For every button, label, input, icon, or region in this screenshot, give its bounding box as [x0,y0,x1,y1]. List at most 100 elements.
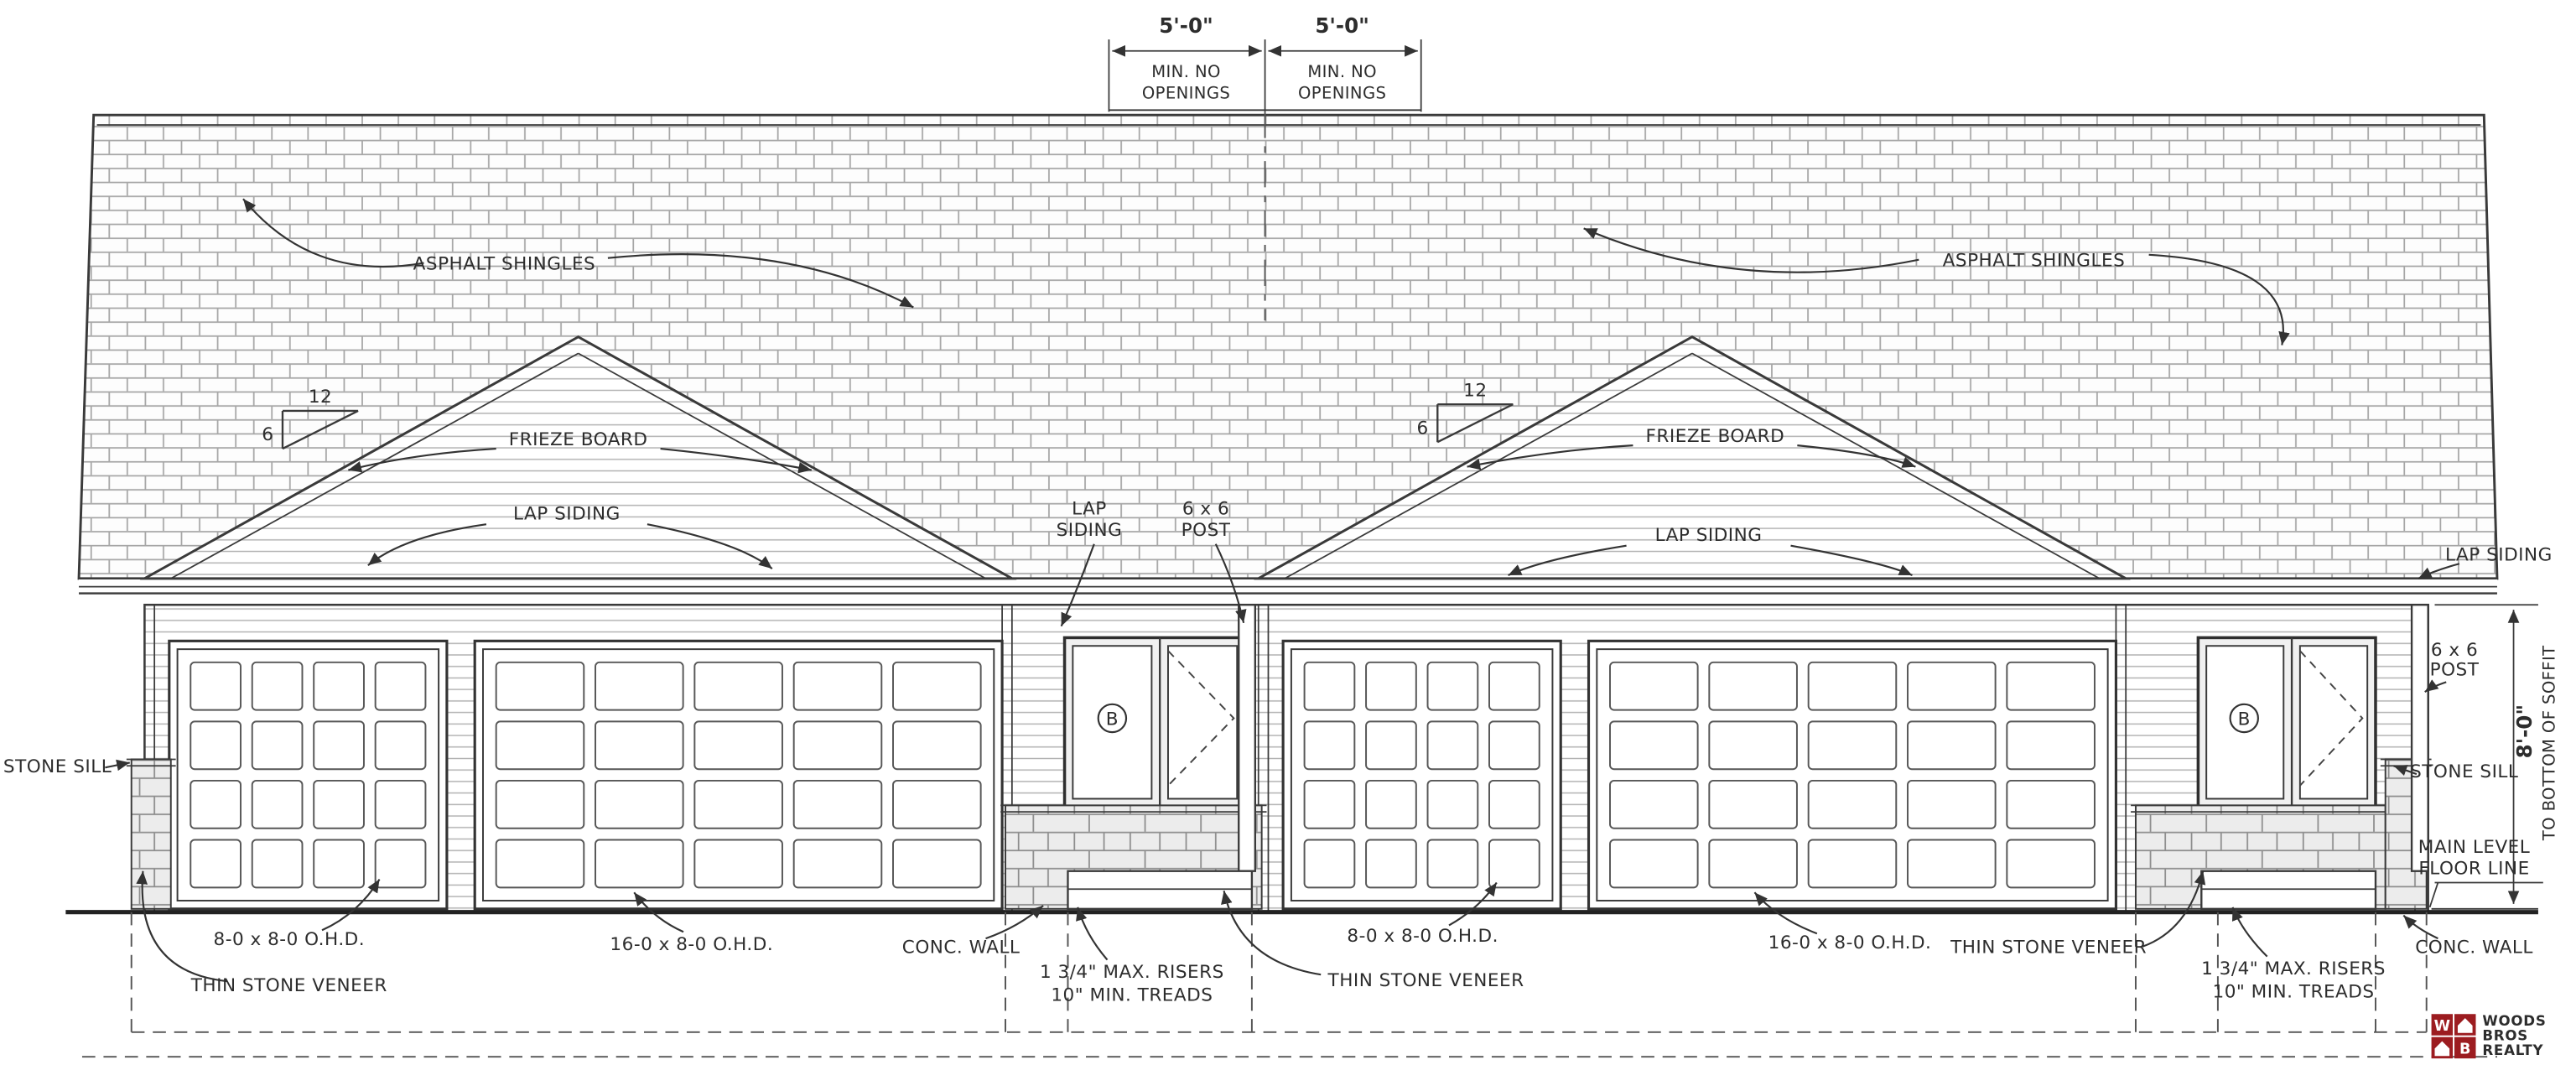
garage-door-panel [1488,661,1540,711]
garage-door-panel [1365,779,1417,829]
garage-door-panel [1303,779,1356,829]
label-siding-middle: SIDING [1057,520,1123,541]
garage-door-panel [374,779,427,829]
garage-door-panel [595,779,684,829]
garage-door-panel [1807,779,1898,829]
post-middle [1238,604,1256,872]
garage-door-panel [1708,720,1798,771]
garage-door-panel [1303,661,1356,711]
stoops [1067,870,2377,910]
label-floor-line: FLOOR LINE [2418,859,2529,880]
garage-door-panel [495,779,585,829]
garage-door-panel [1609,839,1699,889]
garage-door-panel [190,720,242,771]
label-stone-sill-left: STONE SILL [3,756,112,777]
label-treads-right: 10" MIN. TREADS [2213,982,2375,1003]
label-thin-stone-left: THIN STONE VENEER [190,975,387,996]
label-ohd-single-left: 8-0 x 8-0 O.H.D. [214,929,366,950]
leader-arrows [105,198,2460,983]
fascia-band [79,578,2497,605]
logo-house-icon [2434,1041,2450,1057]
labels: ASPHALT SHINGLES ASPHALT SHINGLES FRIEZE… [3,250,2552,1006]
garage-door-panel [1365,661,1417,711]
label-conc-wall-right: CONC. WALL [2415,938,2533,958]
garage-door-panel [595,839,684,889]
soffit-dimension: 8'-0" TO BOTTOM OF SOFFIT [2428,604,2559,910]
garage-door-panel [1907,779,1997,829]
label-post-size-middle: 6 x 6 [1182,498,1229,519]
label-ohd-double-right: 16-0 x 8-0 O.H.D. [1768,933,1932,953]
door-mark-label: B [1106,709,1119,730]
garage-doors [168,639,2117,911]
label-main-level: MAIN LEVEL [2418,837,2531,858]
label-risers-right: 1 3/4" MAX. RISERS [2201,958,2386,979]
garage-door-panel [892,839,982,889]
garage-door-panel [1365,720,1417,771]
entry-door-right: B [2196,636,2377,811]
garage-door-panel [892,779,982,829]
pitch-rise: 6 [1417,418,1429,439]
garage-door-panel [1426,661,1479,711]
garage-door-panel [1303,839,1356,889]
woods-bros-realty-logo: W B WOODS BROS REALTY [2431,1013,2546,1059]
garage-door-panel [374,661,427,711]
garage-door-panel [792,661,883,711]
garage-door-panel [693,839,783,889]
stone-left-corner [130,758,172,910]
garage-door-panel [251,779,304,829]
dim-note: OPENINGS [1142,84,1230,103]
garage-door-panel [1488,720,1540,771]
garage-door-panel [1807,661,1898,711]
garage-door-panel [374,720,427,771]
label-thin-stone-middle: THIN STONE VENEER [1327,970,1524,991]
garage-door-panel [2006,720,2096,771]
garage-door-panel [190,779,242,829]
pitch-run: 12 [1463,380,1487,401]
garage-door-panel [1488,839,1540,889]
logo-letter-w: W [2434,1018,2450,1035]
garage-door-panel [313,839,365,889]
garage-door-panel [595,661,684,711]
garage-door-panel [495,720,585,771]
garage-door-panel [1907,839,1997,889]
label-risers-left: 1 3/4" MAX. RISERS [1040,962,1224,983]
garage-door-panel [792,720,883,771]
garage-door-panel [313,661,365,711]
garage-door-8x8-left [168,639,449,911]
garage-door-panel [595,720,684,771]
garage-door-panel [1609,661,1699,711]
label-treads-left: 10" MIN. TREADS [1051,985,1213,1006]
top-dimension: 5'-0" 5'-0" MIN. NO OPENINGS MIN. NO OPE… [1108,13,1422,321]
garage-door-panel [190,661,242,711]
garage-door-panel [2006,661,2096,711]
logo-letter-b: B [2459,1041,2470,1057]
logo-tile [2454,1036,2476,1059]
garage-door-panel [2006,779,2096,829]
label-ohd-single-right: 8-0 x 8-0 O.H.D. [1347,926,1498,947]
garage-door-panel [251,720,304,771]
label-post-size-right: 6 x 6 [2431,640,2478,661]
pitch-marker-left: 12 6 [262,387,359,450]
post-right [2410,604,2429,872]
garage-door-panel [1907,661,1997,711]
logo-word-woods: WOODS [2482,1013,2546,1029]
label-stone-sill-right: STONE SILL [2410,761,2518,782]
garage-door-panel [792,779,883,829]
dim-soffit-height: 8'-0" [2512,704,2537,759]
logo-tile [2431,1014,2454,1036]
garage-door-panel [313,720,365,771]
garage-door-panel [2006,839,2096,889]
garage-door-panel [1426,839,1479,889]
left-gable [139,335,1017,580]
eave-fascia [79,577,2497,606]
garage-door-panel [1609,720,1699,771]
dim-note: MIN. NO [1151,62,1221,81]
label-lap-siding-left-gable: LAP SIDING [513,503,621,524]
garage-door-panel [374,839,427,889]
logo-word-realty: REALTY [2482,1042,2543,1058]
garage-door-8x8-right [1281,639,1562,911]
garage-door-16x8-left [473,639,1004,911]
garage-door-panel [495,839,585,889]
